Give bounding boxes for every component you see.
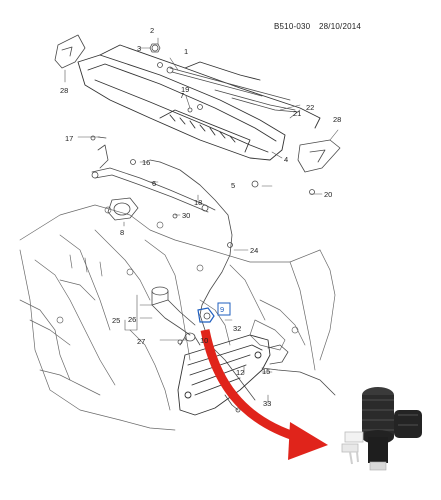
red-pointer-arrow <box>200 329 328 460</box>
callout-19: 19 <box>181 85 189 94</box>
callout-16: 16 <box>142 158 150 167</box>
callout-24: 24 <box>250 246 258 255</box>
callout-7: 7 <box>180 91 184 100</box>
wiper-arm-links <box>166 66 299 113</box>
callout-28-right: 28 <box>333 115 341 124</box>
wiper-linkage <box>91 144 216 213</box>
leader-lines <box>64 37 339 404</box>
callout-17: 17 <box>65 134 73 143</box>
callout-27: 27 <box>137 337 145 346</box>
wiper-motor <box>107 197 139 221</box>
cowl-panel <box>77 44 321 161</box>
callout-15: 15 <box>262 367 270 376</box>
diagram-reference-code: B510-030 <box>274 22 311 31</box>
callout-18: 18 <box>194 198 202 207</box>
callout-32: 32 <box>233 324 241 333</box>
callout-2: 2 <box>150 26 154 35</box>
washer-reservoir-filler <box>151 286 196 336</box>
part-9-highlight-box <box>217 302 231 316</box>
diagram-date: 28/10/2014 <box>319 22 362 31</box>
callout-5: 5 <box>231 181 235 190</box>
callout-25: 25 <box>112 316 120 325</box>
callout-26: 26 <box>128 315 136 324</box>
callout-30: 30 <box>182 211 190 220</box>
callout-1: 1 <box>184 47 188 56</box>
callout-3: 3 <box>137 44 141 53</box>
mounting-hardware <box>224 344 336 413</box>
washer-hose <box>149 159 256 401</box>
callout-10: 10 <box>200 336 208 345</box>
callout-labels: 1 2 3 4 5 6 7 8 9 10 12 15 16 17 18 19 2… <box>60 26 341 408</box>
callout-21: 21 <box>293 109 301 118</box>
callout-6: 6 <box>152 179 156 188</box>
callout-4: 4 <box>284 155 288 164</box>
callout-8: 8 <box>120 228 124 237</box>
fastener-set <box>90 43 315 345</box>
callout-20: 20 <box>324 190 332 199</box>
callout-33: 33 <box>263 399 271 408</box>
cowl-bracket-left <box>54 34 86 69</box>
body-frame-outline <box>19 204 336 431</box>
washer-pump-icon <box>341 387 422 471</box>
callout-28-left: 28 <box>60 86 68 95</box>
cowl-bracket-right <box>297 139 341 173</box>
callout-9: 9 <box>220 305 224 314</box>
callout-22: 22 <box>306 103 314 112</box>
washer-pump-highlight <box>197 307 215 323</box>
callout-12: 12 <box>236 368 244 377</box>
